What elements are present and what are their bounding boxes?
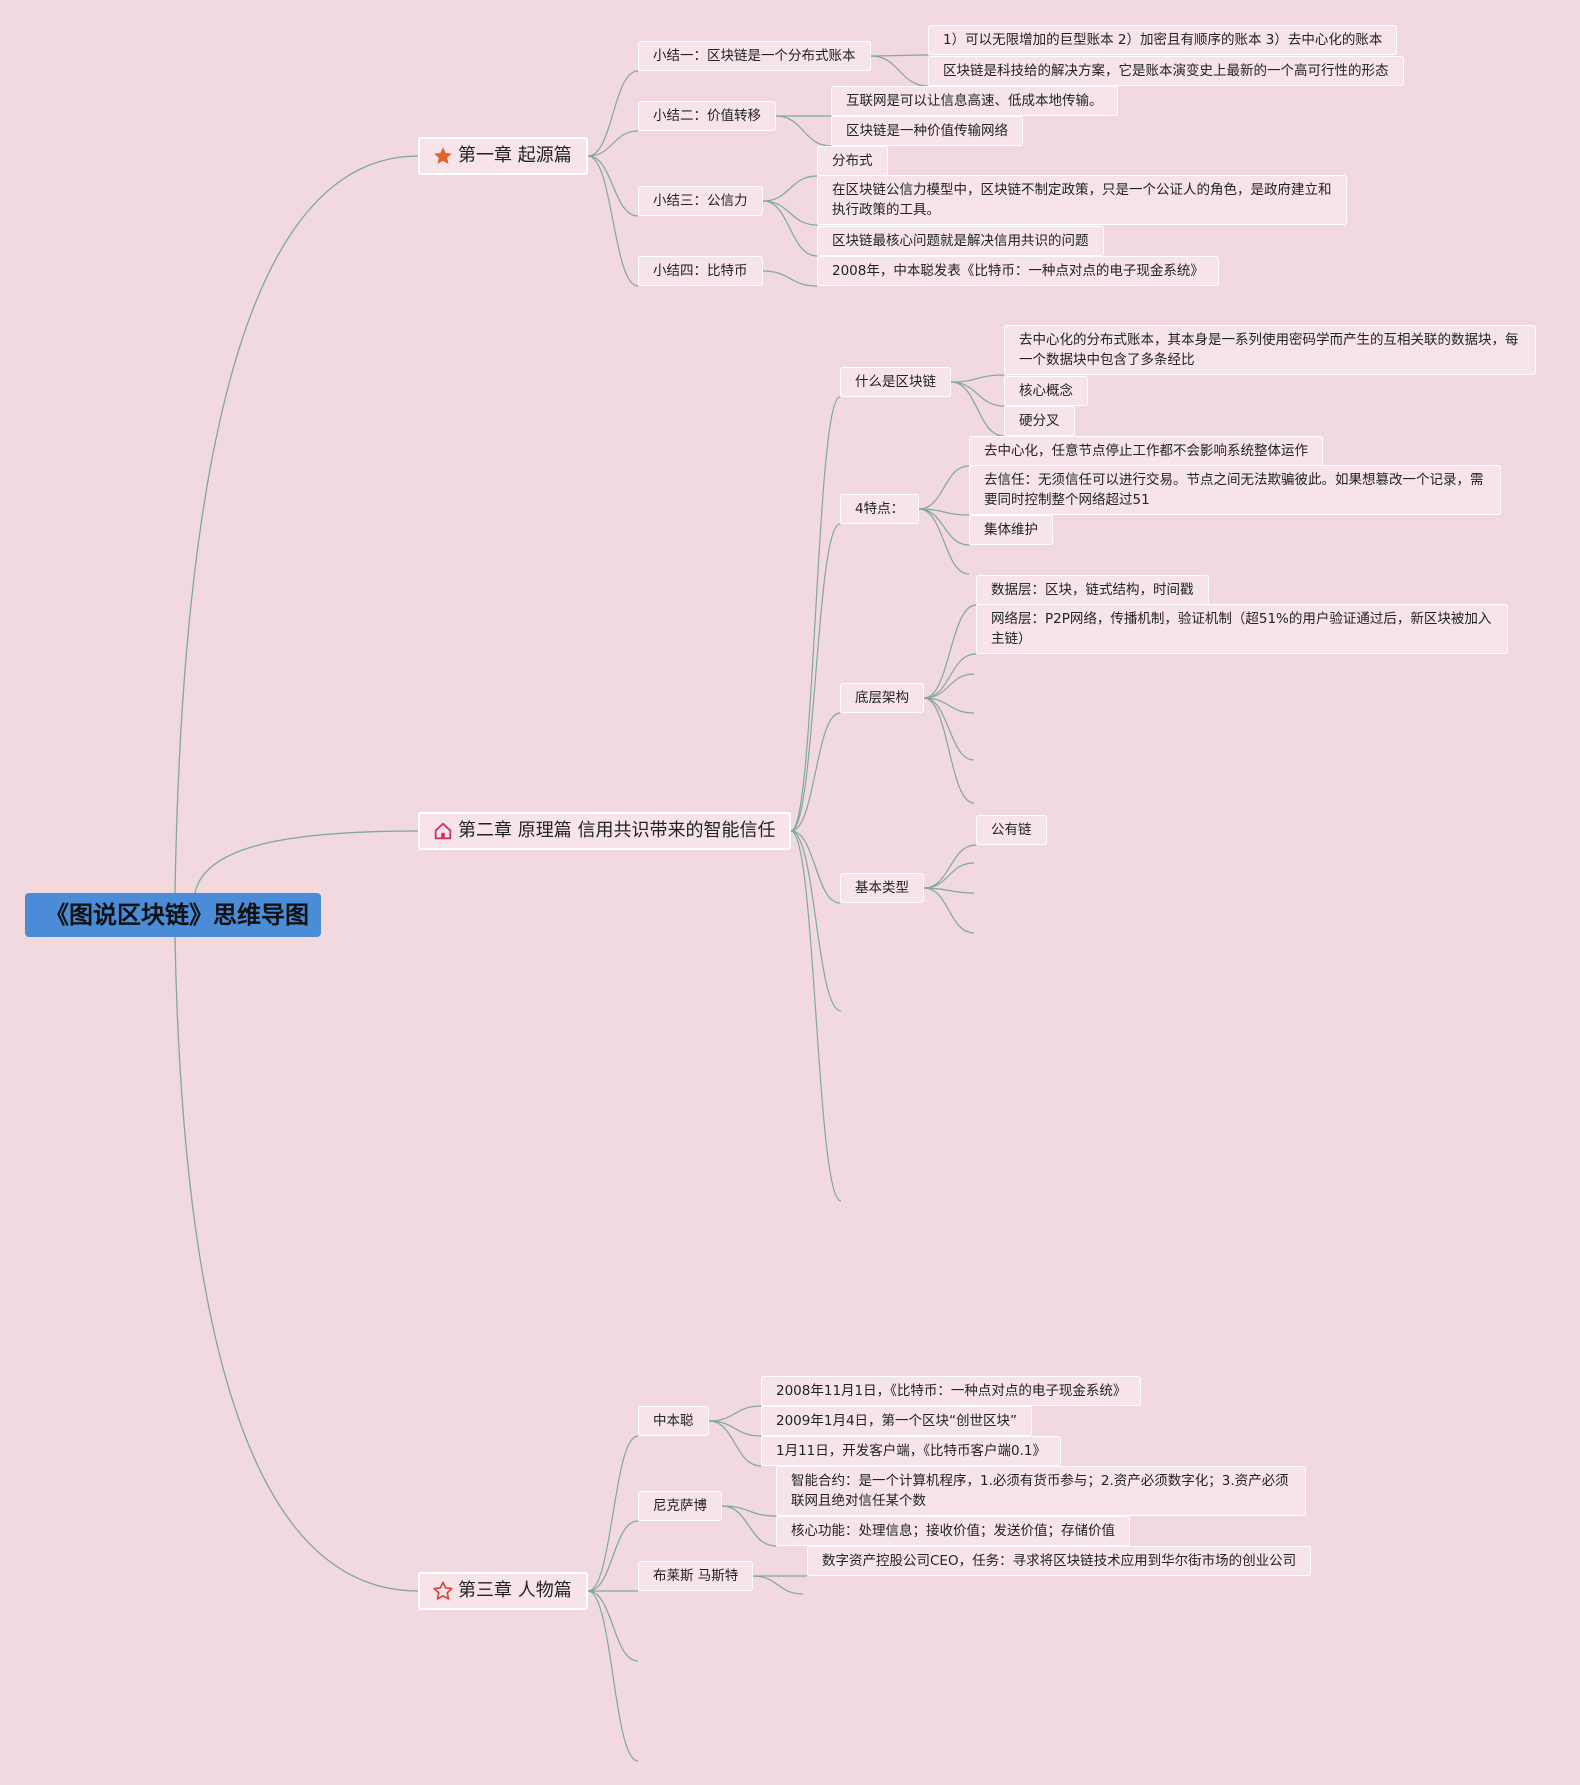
ch1-s4-item-1[interactable]: 2008年，中本聪发表《比特币：一种点对点的电子现金系统》 (817, 256, 1219, 286)
ch1-section-2[interactable]: 小结二：价值转移 (638, 101, 776, 131)
ch3-s1-item-2[interactable]: 2009年1月4日，第一个区块“创世区块” (761, 1406, 1033, 1436)
ch3-s3-item-1[interactable]: 数字资产控股公司CEO，任务：寻求将区块链技术应用到华尔街市场的创业公司 (807, 1546, 1312, 1576)
ch3-section-3[interactable]: 布莱斯 马斯特 (638, 1561, 754, 1591)
connector-line (923, 844, 977, 889)
ch3-s2-item-2[interactable]: 核心功能：处理信息；接收价值；发送价值；存储价值 (776, 1516, 1130, 1546)
ch1-s3-item-1[interactable]: 分布式 (817, 146, 888, 176)
root-topic[interactable]: 《图说区块链》思维导图 (25, 893, 321, 937)
connector-line (870, 55, 929, 87)
chapter-3-label: 第三章 人物篇 (458, 1580, 572, 1601)
connector-line (721, 1505, 777, 1547)
ch3-s1-item-1[interactable]: 2008年11月1日，《比特币：一种点对点的电子现金系统》 (761, 1376, 1142, 1406)
chapter-2-node[interactable]: 第二章 原理篇 信用共识带来的智能信任 (418, 812, 792, 850)
star-outline-icon (432, 1580, 454, 1602)
connector-line (790, 712, 841, 832)
ch3-section-1[interactable]: 中本聪 (638, 1406, 709, 1436)
ch1-section-4[interactable]: 小结四：比特币 (638, 256, 763, 286)
connector-line (762, 270, 818, 287)
connector-line (950, 374, 1005, 383)
ch2-s3-item-2[interactable]: 网络层：P2P网络，传播机制，验证机制（超51%的用户验证通过后，新区块被加入主… (976, 604, 1508, 654)
ch3-s2-item-1[interactable]: 智能合约：是一个计算机程序，1.必须有货币参与；2.资产必须数字化；3.资产必须… (776, 1466, 1306, 1516)
ch1-s3-item-3[interactable]: 区块链最核心问题就是解决信用共识的问题 (817, 226, 1104, 256)
ch1-section-3[interactable]: 小结三：公信力 (638, 186, 763, 216)
connector-line (587, 155, 639, 287)
connector-line (790, 830, 842, 1012)
connector-line (923, 673, 975, 699)
ch1-section-1[interactable]: 小结一：区块链是一个分布式账本 (638, 41, 871, 71)
connector-line (923, 697, 975, 714)
ch2-s2-item-3[interactable]: 集体维护 (969, 515, 1053, 545)
connector-line (762, 175, 818, 202)
connector-line (174, 155, 419, 894)
connector-line (923, 653, 977, 699)
connector-line (923, 604, 977, 699)
ch2-section-2[interactable]: 4特点： (840, 494, 920, 524)
connector-line (708, 1420, 762, 1437)
connector-line (790, 830, 841, 904)
ch3-s1-item-3[interactable]: 1月11日，开发客户端，《比特币客户端0.1》 (761, 1436, 1061, 1466)
connector-line (708, 1420, 762, 1467)
connector-line (918, 465, 970, 510)
ch2-s4-item-1[interactable]: 公有链 (976, 815, 1047, 845)
connector-line (923, 862, 975, 889)
ch2-s1-item-2[interactable]: 核心概念 (1004, 376, 1088, 406)
home-icon (432, 820, 454, 842)
connector-line (870, 54, 929, 57)
ch2-section-4[interactable]: 基本类型 (840, 873, 924, 903)
ch2-s1-item-3[interactable]: 硬分叉 (1004, 406, 1075, 436)
connector-line (923, 887, 975, 894)
connector-line (762, 200, 818, 226)
connector-line (775, 115, 832, 147)
ch2-s2-item-1[interactable]: 去中心化，任意节点停止工作都不会影响系统整体运作 (969, 436, 1323, 466)
connector-line (918, 508, 970, 575)
ch2-section-3[interactable]: 底层架构 (840, 683, 924, 713)
connector-line (708, 1405, 762, 1422)
ch2-s3-item-1[interactable]: 数据层：区块，链式结构，时间戳 (976, 575, 1209, 605)
connector-line (918, 508, 970, 546)
connector-line (752, 1575, 804, 1595)
ch1-s1-item-1[interactable]: 1）可以无限增加的巨型账本 2）加密且有顺序的账本 3）去中心化的账本 (928, 25, 1398, 55)
chapter-2-label: 第二章 原理篇 信用共识带来的智能信任 (458, 820, 776, 841)
ch2-section-1[interactable]: 什么是区块链 (840, 367, 951, 397)
connector-line (587, 130, 639, 157)
connector-line (790, 396, 841, 832)
ch1-s2-item-1[interactable]: 互联网是可以让信息高速、低成本地传输。 (831, 86, 1118, 116)
ch1-s1-item-2[interactable]: 区块链是科技给的解决方案，它是账本演变史上最新的一个高可行性的形态 (928, 56, 1404, 86)
connector-line (923, 887, 975, 934)
connector-line (762, 200, 818, 257)
connector-line (950, 381, 1005, 407)
ch1-s3-item-2[interactable]: 在区块链公信力模型中，区块链不制定政策，只是一个公证人的角色，是政府建立和执行政… (817, 175, 1347, 225)
connector-line (587, 70, 639, 157)
chapter-3-node[interactable]: 第三章 人物篇 (418, 1572, 588, 1610)
connector-line (194, 830, 419, 894)
connector-line (174, 936, 419, 1592)
connector-line (790, 830, 842, 1202)
connector-line (587, 1435, 639, 1592)
star-filled-icon (432, 145, 454, 167)
connector-line (950, 381, 1005, 437)
chapter-1-label: 第一章 起源篇 (458, 145, 572, 166)
connector-line (923, 697, 975, 761)
connector-line (587, 155, 639, 217)
ch2-s2-item-2[interactable]: 去信任：无须信任可以进行交易。节点之间无法欺骗彼此。如果想篡改一个记录，需要同时… (969, 465, 1501, 515)
ch1-s2-item-2[interactable]: 区块链是一种价值传输网络 (831, 116, 1023, 146)
connector-line (923, 697, 975, 804)
ch2-s1-item-1[interactable]: 去中心化的分布式账本，其本身是一系列使用密码学而产生的互相关联的数据块，每一个数… (1004, 325, 1536, 375)
chapter-1-node[interactable]: 第一章 起源篇 (418, 137, 588, 175)
connector-line (587, 1520, 639, 1592)
connector-line (587, 1590, 639, 1662)
connector-line (587, 1590, 639, 1762)
ch3-section-2[interactable]: 尼克萨博 (638, 1491, 722, 1521)
connector-line (790, 523, 841, 832)
